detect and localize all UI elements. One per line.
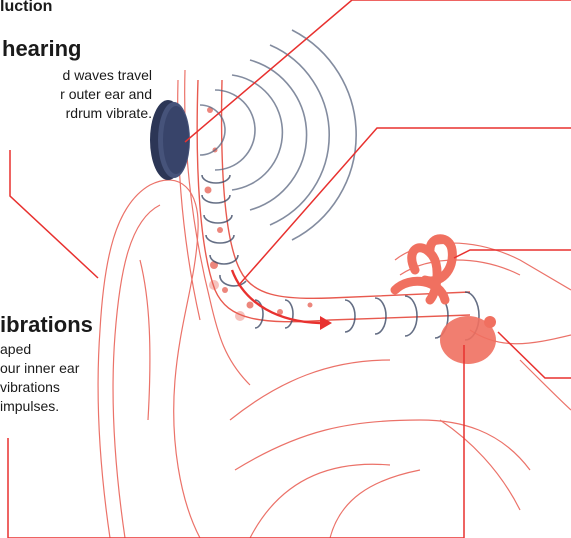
sound-waves	[200, 30, 356, 240]
leader-lines	[8, 0, 571, 538]
inner-ear	[395, 239, 496, 364]
conduction-device	[150, 100, 190, 180]
